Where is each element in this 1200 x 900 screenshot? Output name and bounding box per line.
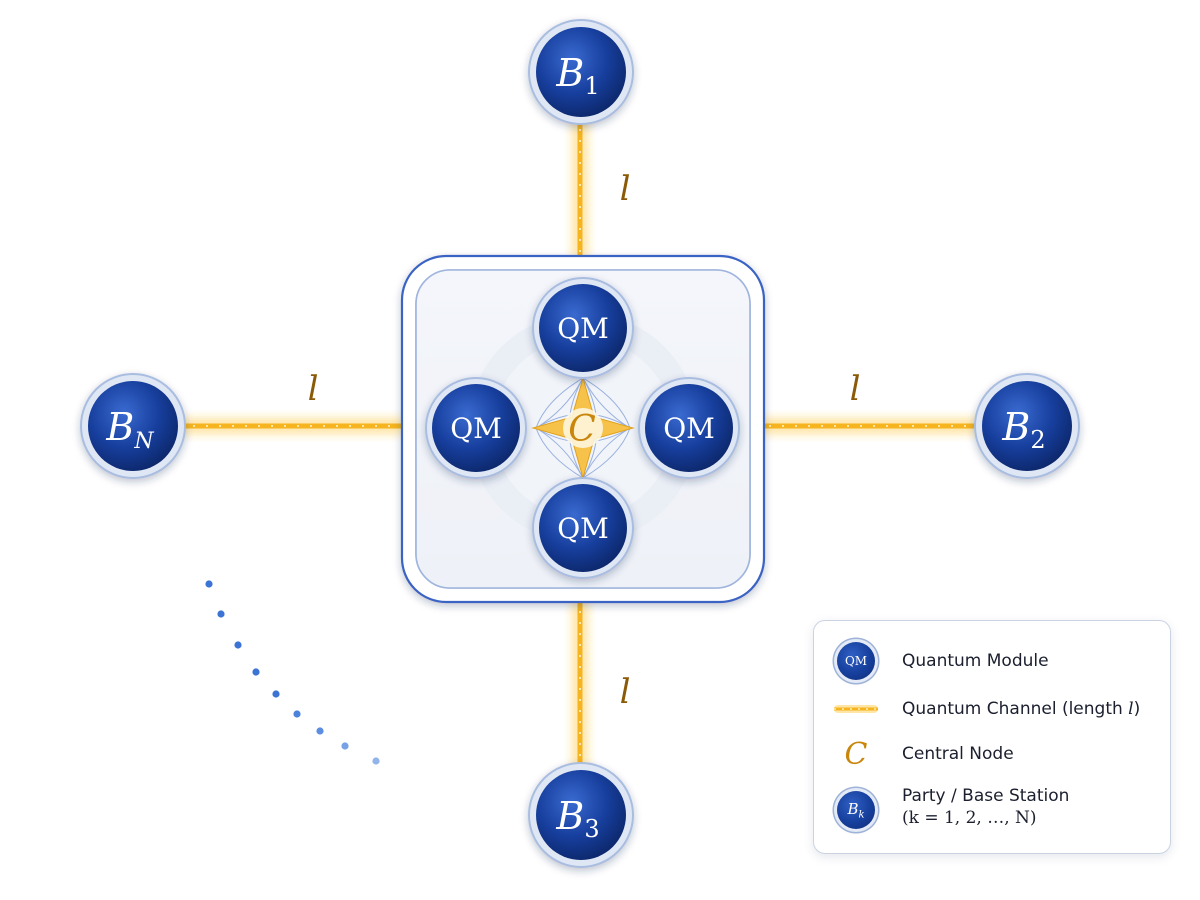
legend: QM Quantum Module Quantum Channel (lengt… (813, 620, 1171, 854)
channel-bottom (572, 600, 588, 770)
channel-left (180, 418, 406, 434)
quantum-module-label: QM (663, 412, 715, 445)
party-node-icon: Bk (832, 785, 880, 835)
party-node-subscript: 1 (584, 72, 599, 100)
channel-label-bottom: l (620, 672, 631, 712)
legend-channel-var: l (1128, 699, 1134, 719)
quantum-module-right: QM (638, 377, 740, 479)
quantum-module-icon: QM (832, 641, 880, 681)
legend-party-symbol: B (847, 799, 859, 818)
quantum-module-label: QM (557, 312, 609, 345)
central-node: C (531, 376, 635, 480)
legend-central-symbol: C (844, 736, 868, 772)
quantum-module-top: QM (532, 277, 634, 379)
legend-row-central-node: C Central Node (814, 734, 1170, 774)
quantum-module-label: QM (557, 512, 609, 545)
legend-channel-text: Quantum Channel (length (902, 699, 1129, 719)
legend-qm-symbol: QM (844, 654, 868, 668)
party-node-subscript: 2 (1030, 426, 1045, 454)
legend-party-text: Party / Base Station (k = 1, 2, …, N) (902, 785, 1069, 829)
channel-top (572, 118, 588, 258)
channel-label-left: l (308, 369, 319, 409)
channel-label-top: l (620, 169, 631, 209)
legend-party-label: Party / Base Station (902, 786, 1070, 806)
party-node-letter: B (105, 405, 134, 449)
party-node-bn: BN (80, 373, 186, 479)
legend-qm-label: Quantum Module (902, 651, 1049, 671)
ellipsis-dots (205, 580, 380, 765)
svg-text:BN: BN (105, 405, 154, 454)
party-node-letter: B (555, 51, 584, 95)
legend-channel-close: ) (1133, 699, 1141, 719)
central-node-label: C (568, 409, 596, 450)
party-node-subscript: 3 (584, 815, 599, 843)
channel-label-right: l (850, 369, 861, 409)
party-node-subscript: N (133, 429, 154, 454)
quantum-module-label: QM (450, 412, 502, 445)
svg-text:B2: B2 (1001, 405, 1045, 454)
quantum-module-left: QM (425, 377, 527, 479)
legend-channel-label: Quantum Channel (length l) (902, 689, 1140, 729)
party-node-b3: B3 (528, 762, 634, 868)
legend-row-quantum-channel: Quantum Channel (length l) (814, 689, 1170, 729)
channel-right (756, 418, 982, 434)
quantum-channel-icon (832, 689, 880, 729)
party-node-b1: B1 (528, 19, 634, 125)
legend-party-sub: k (858, 809, 865, 821)
legend-party-range: (k = 1, 2, …, N) (902, 808, 1037, 828)
legend-central-label: Central Node (902, 744, 1014, 764)
party-node-b2: B2 (974, 373, 1080, 479)
legend-row-quantum-module: QM Quantum Module (814, 641, 1170, 681)
svg-text:B3: B3 (555, 794, 599, 843)
central-node-icon: C (832, 734, 880, 774)
party-node-letter: B (555, 794, 584, 838)
quantum-module-bottom: QM (532, 477, 634, 579)
svg-text:B1: B1 (555, 51, 599, 100)
legend-row-party: Bk Party / Base Station (k = 1, 2, …, N) (814, 785, 1170, 835)
party-node-letter: B (1001, 405, 1030, 449)
